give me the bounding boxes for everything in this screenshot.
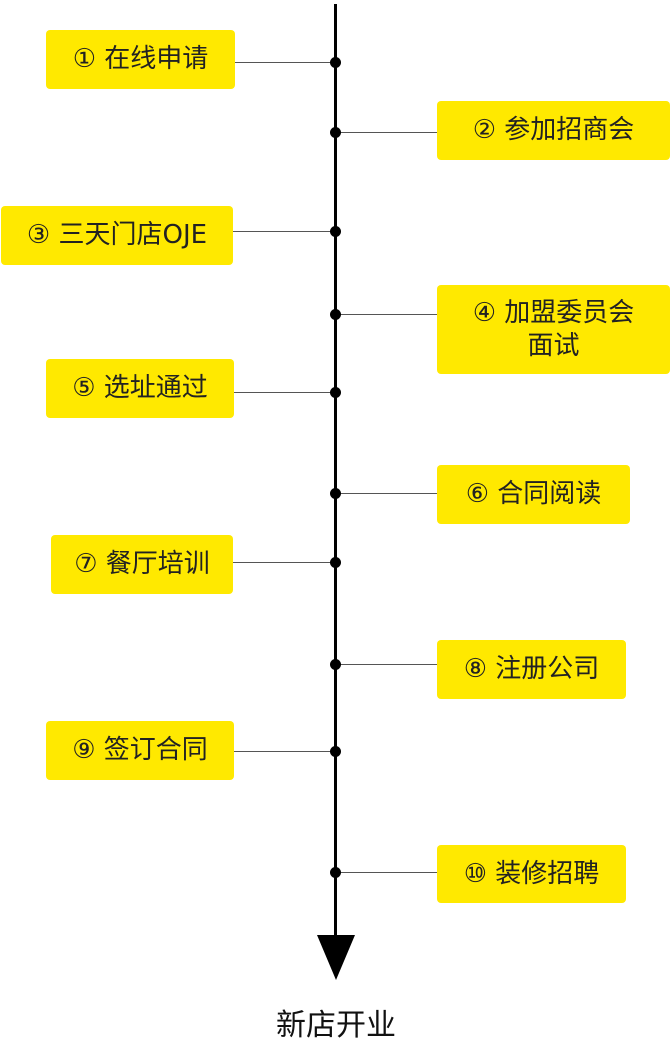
connector [336,664,437,665]
timeline-dot [330,57,341,68]
connector [336,493,437,494]
timeline-dot [330,557,341,568]
timeline-axis [334,4,337,944]
connector [233,231,335,232]
step-3-box: ③ 三天门店OJE [1,206,233,265]
step-10-box: ⑩ 装修招聘 [437,845,626,903]
step-1-box: ① 在线申请 [46,30,235,89]
step-5-box: ⑤ 选址通过 [46,359,234,418]
connector [234,392,335,393]
step-4-box: ④ 加盟委员会 面试 [437,285,670,374]
timeline-dot [330,746,341,757]
step-8-box: ⑧ 注册公司 [437,640,626,699]
connector [235,62,335,63]
connector [336,132,437,133]
step-6-box: ⑥ 合同阅读 [437,465,630,524]
connector [233,562,335,563]
step-7-box: ⑦ 餐厅培训 [51,535,233,594]
timeline-dot [330,127,341,138]
step-2-box: ② 参加招商会 [437,101,670,160]
connector [234,751,335,752]
connector [336,314,437,315]
step-4-line-1: ④ 加盟委员会 [472,298,635,328]
arrow-down-icon [317,935,355,980]
timeline-dot [330,387,341,398]
timeline-dot [330,309,341,320]
connector [336,872,437,873]
final-step-label: 新店开业 [276,1008,396,1043]
step-9-box: ⑨ 签订合同 [46,721,234,780]
timeline-dot [330,488,341,499]
timeline-dot [330,226,341,237]
timeline-dot [330,867,341,878]
step-4-line-2: 面试 [527,330,580,361]
timeline-dot [330,659,341,670]
